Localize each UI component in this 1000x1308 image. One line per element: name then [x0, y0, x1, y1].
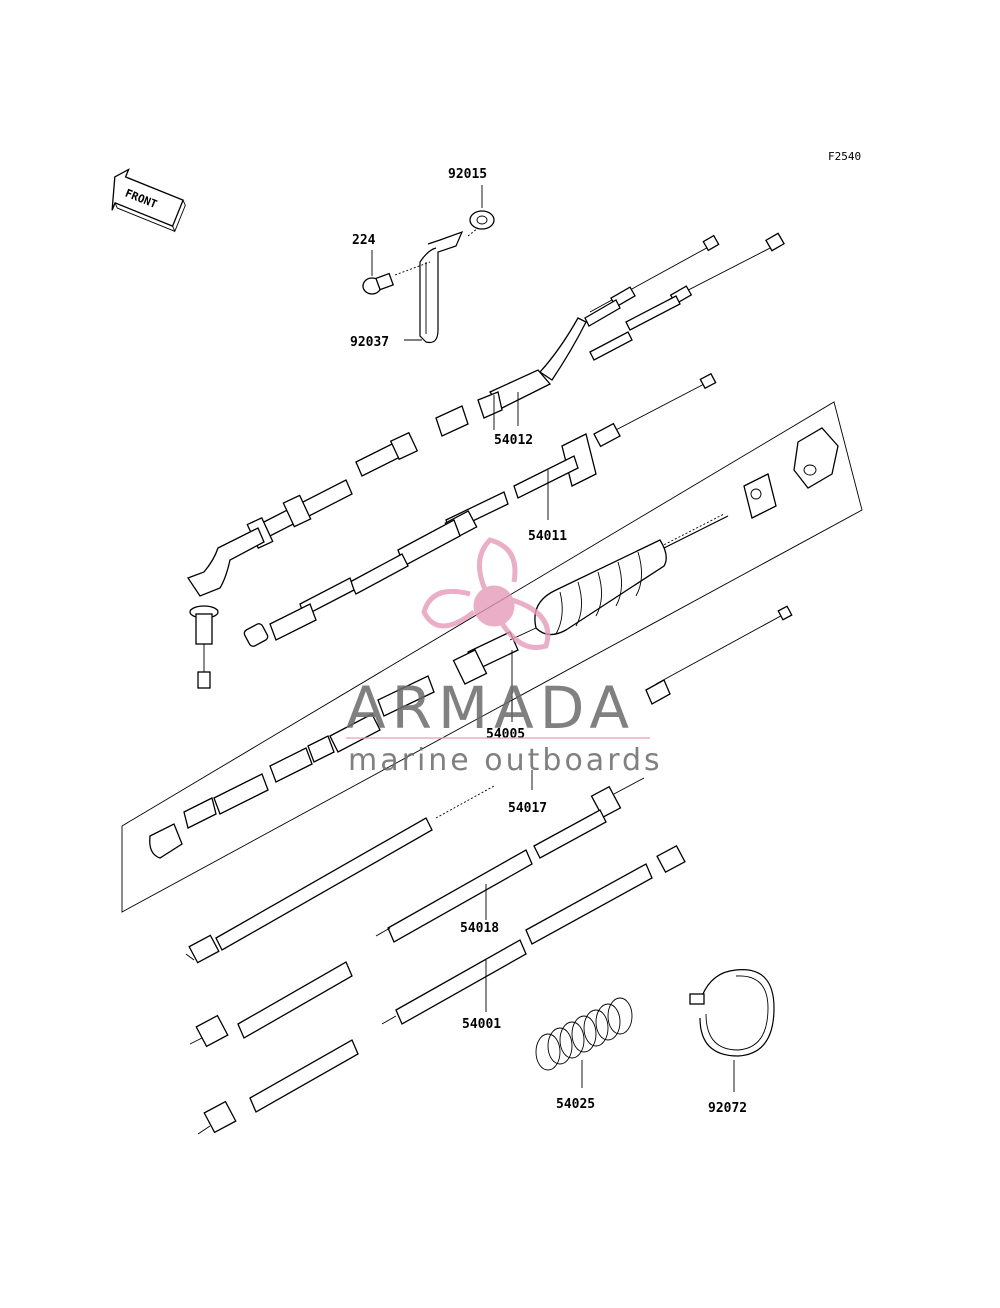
part-54011-cable: [243, 372, 717, 647]
label-54025: 54025: [556, 1097, 595, 1112]
part-54012-throttle-cable: [187, 232, 785, 689]
propeller-logo-icon: [421, 537, 551, 650]
figure-code: F2540: [828, 150, 861, 163]
part-224-bolt: [362, 250, 431, 295]
label-54017: 54017: [508, 801, 547, 816]
part-54005-cable-set: [149, 427, 839, 859]
part-54001-cable: [197, 845, 686, 1135]
part-92037-bracket: [404, 227, 479, 344]
label-224: 224: [352, 233, 376, 248]
part-92072-clamp: [689, 969, 775, 1092]
label-92072: 92072: [708, 1101, 747, 1116]
label-92037: 92037: [350, 335, 389, 350]
label-54001: 54001: [462, 1017, 501, 1032]
label-54012: 54012: [494, 433, 533, 448]
label-54011: 54011: [528, 529, 567, 544]
part-54017-cable: [185, 605, 793, 964]
part-54005-box: [121, 401, 863, 913]
leader-lines: [511, 392, 519, 722]
front-arrow-icon: FRONT: [111, 168, 186, 233]
part-54018-cable: [189, 777, 645, 1048]
label-54018: 54018: [460, 921, 499, 936]
watermark-brand: ARMADA: [346, 674, 635, 742]
watermark-tagline: marine outboards: [348, 743, 663, 778]
brand-watermark: ARMADA marine outboards: [346, 537, 663, 778]
part-92015-grommet: [469, 185, 495, 230]
part-54025-spring: [535, 997, 633, 1088]
label-92015: 92015: [448, 167, 487, 182]
